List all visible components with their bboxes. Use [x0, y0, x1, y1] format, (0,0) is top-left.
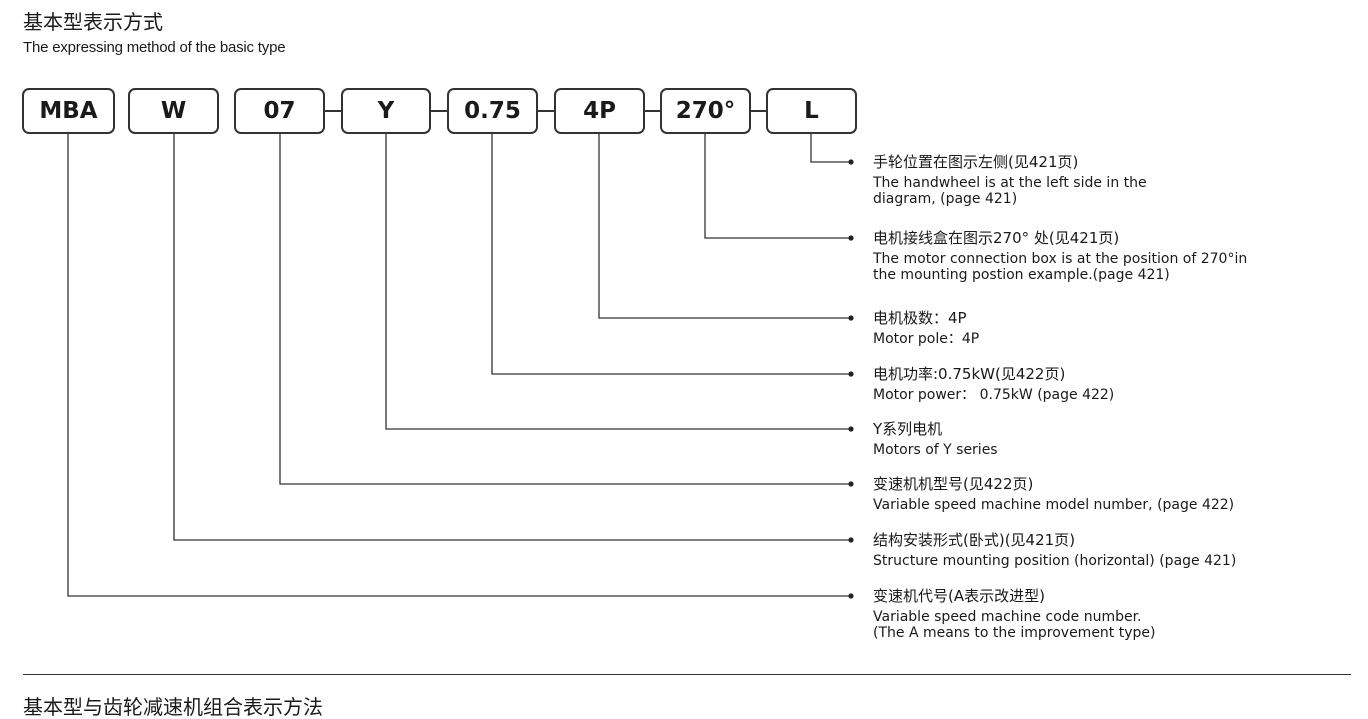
desc-cn: 电机极数：4P [873, 309, 967, 327]
leader-line-model [279, 134, 849, 485]
leader-line-power [491, 134, 849, 375]
bullet-dot [848, 426, 854, 432]
code-box-model: 07 [234, 88, 325, 134]
leader-line-series [67, 134, 849, 597]
leader-line-terminal-position [704, 134, 849, 239]
desc-en: Motor power： 0.75kW (page 422) [873, 387, 1115, 403]
desc-mounting: 结构安装形式(卧式)(见421页) Structure mounting pos… [873, 531, 1236, 569]
desc-power: 电机功率:0.75kW(见422页) Motor power： 0.75kW (… [873, 365, 1114, 403]
leader-line-motor-series [385, 134, 849, 430]
code-box-mounting: W [128, 88, 219, 134]
code-box-motor-series: Y [341, 88, 431, 134]
leader-line-pole [598, 134, 849, 319]
bullet-dot [848, 315, 854, 321]
desc-pole: 电机极数：4P Motor pole：4P [873, 309, 979, 347]
code-box-series: MBA [22, 88, 115, 134]
code-box-handwheel: L [766, 88, 857, 134]
bullet-dot [848, 537, 854, 543]
connector-dash [645, 110, 660, 112]
page-title: 基本型表示方式 [23, 10, 163, 34]
section-title: 基本型与齿轮减速机组合表示方法 [23, 695, 323, 719]
connector-dash [538, 110, 554, 112]
desc-en: Motor pole：4P [873, 331, 980, 347]
page-subtitle: The expressing method of the basic type [23, 39, 286, 56]
desc-handwheel: 手轮位置在图示左侧(见421页) The handwheel is at the… [873, 153, 1147, 207]
connector-dash [751, 110, 766, 112]
desc-cn: 变速机代号(A表示改进型) [873, 587, 1045, 605]
bullet-dot [848, 593, 854, 599]
desc-cn: 结构安装形式(卧式)(见421页) [873, 531, 1076, 549]
section-divider [23, 674, 1351, 675]
desc-series: 变速机代号(A表示改进型) Variable speed machine cod… [873, 587, 1155, 641]
connector-dash [325, 110, 341, 112]
desc-en: Variable speed machine model number, (pa… [873, 497, 1235, 513]
bullet-dot [848, 371, 854, 377]
desc-cn: 手轮位置在图示左侧(见421页) [873, 153, 1079, 171]
leader-line-handwheel [810, 134, 849, 163]
desc-model: 变速机机型号(见422页) Variable speed machine mod… [873, 475, 1234, 513]
connector-dash [431, 110, 447, 112]
code-box-terminal-position: 270° [660, 88, 751, 134]
desc-cn: 变速机机型号(见422页) [873, 475, 1034, 493]
desc-terminal-position: 电机接线盒在图示270° 处(见421页) The motor connecti… [873, 229, 1247, 283]
desc-en: Motors of Y series [873, 442, 998, 458]
desc-cn: 电机接线盒在图示270° 处(见421页) [873, 229, 1120, 247]
desc-motor-series: Y系列电机 Motors of Y series [873, 420, 998, 458]
code-box-power: 0.75 [447, 88, 538, 134]
desc-en: Variable speed machine code number. (The… [873, 609, 1156, 641]
bullet-dot [848, 159, 854, 165]
desc-cn: 电机功率:0.75kW(见422页) [873, 365, 1066, 383]
bullet-dot [848, 481, 854, 487]
desc-en: The motor connection box is at the posit… [873, 251, 1248, 283]
bullet-dot [848, 235, 854, 241]
desc-cn: Y系列电机 [873, 420, 943, 438]
code-box-pole: 4P [554, 88, 645, 134]
desc-en: The handwheel is at the left side in the… [873, 175, 1147, 207]
leader-line-mounting [173, 134, 849, 541]
desc-en: Structure mounting position (horizontal)… [873, 553, 1237, 569]
